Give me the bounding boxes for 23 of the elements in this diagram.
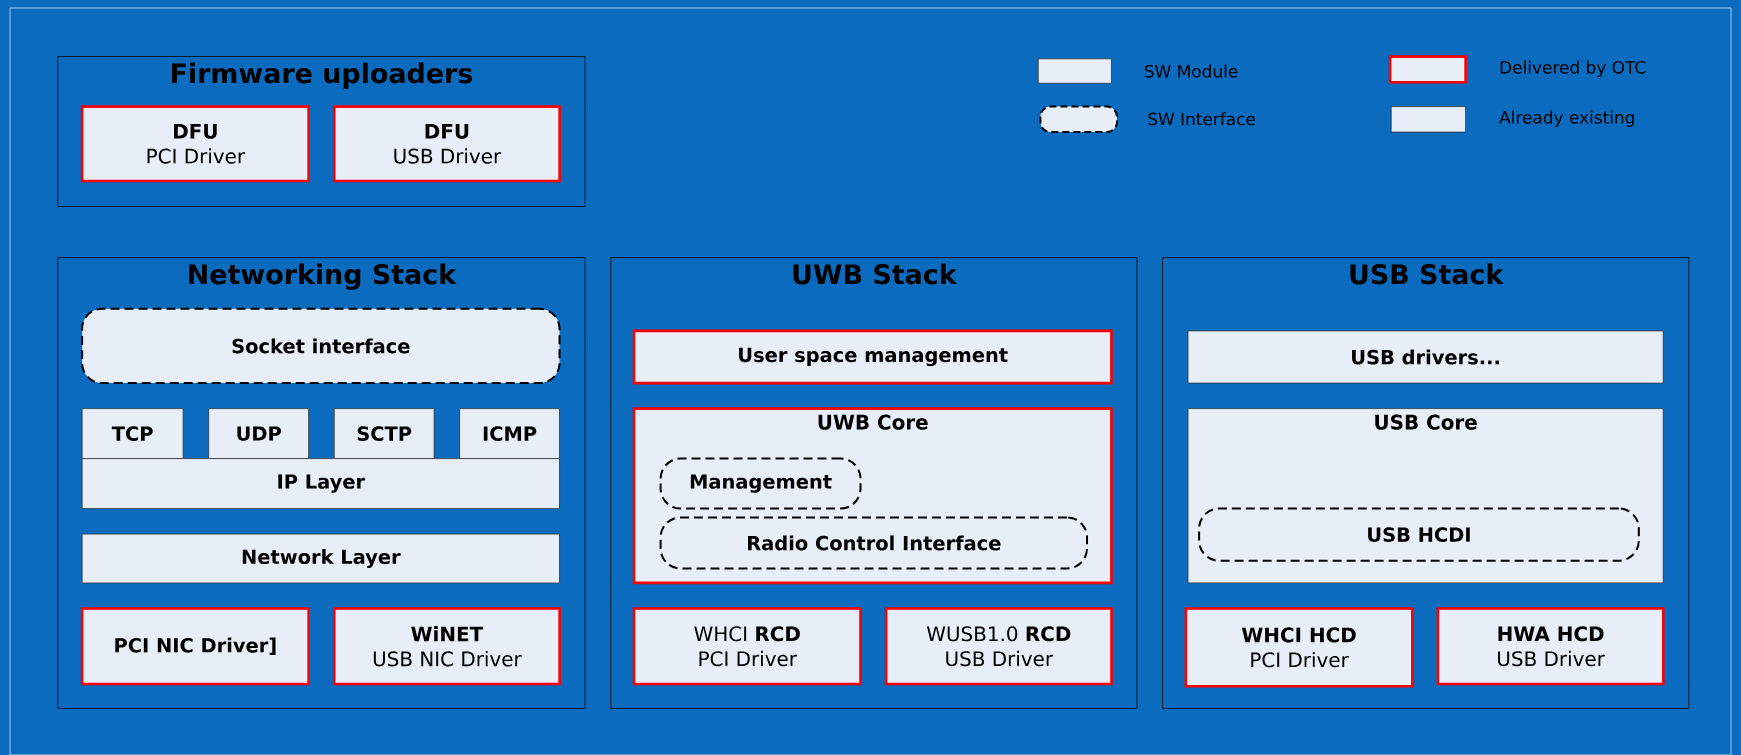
interface-box: Radio Control Interface xyxy=(659,516,1088,570)
legend-label: Delivered by OTC xyxy=(1500,60,1646,77)
module-box: User space management xyxy=(632,329,1113,385)
interface-box: Management xyxy=(659,457,862,510)
legend-label: SW Module xyxy=(1144,64,1238,78)
module-box: DFU USB Driver xyxy=(332,105,561,183)
module-box: WUSB1.0 RCD USB Driver xyxy=(884,607,1113,686)
interface-box: USB HCDI xyxy=(1198,507,1640,562)
module-box: PCI NIC Driver] xyxy=(80,607,310,686)
module-box: TCP xyxy=(81,408,184,459)
legend-label: SW Interface xyxy=(1148,112,1255,126)
module-box: ICMP xyxy=(459,408,560,459)
module-box: SCTP xyxy=(333,408,435,459)
module-box: WHCI RCD PCI Driver xyxy=(632,607,862,686)
module-box: Network Layer xyxy=(81,533,560,584)
legend-label: Already existing xyxy=(1499,110,1634,127)
module-box: USB drivers... xyxy=(1187,330,1664,384)
module-box: WHCI HCD PCI Driver xyxy=(1184,607,1414,688)
module-box: DFU PCI Driver xyxy=(80,105,310,183)
module-box: WiNET USB NIC Driver xyxy=(332,607,561,686)
module-box: UDP xyxy=(208,408,309,459)
interface-box: Socket interface xyxy=(81,307,561,385)
module-box: HWA HCD USB Driver xyxy=(1436,607,1665,686)
